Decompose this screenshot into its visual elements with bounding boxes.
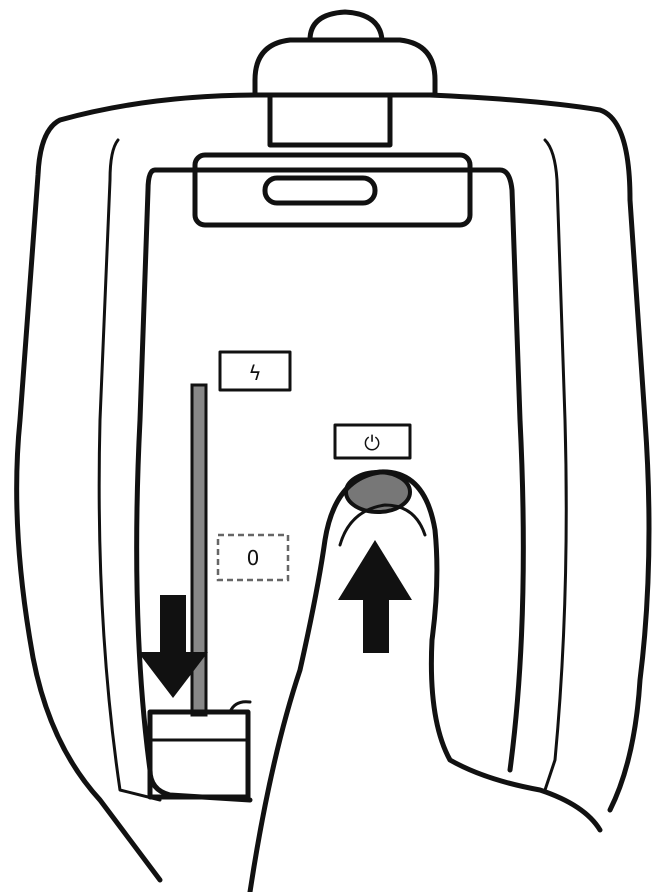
flash-label-box: ϟ (220, 352, 290, 390)
clip-bar (195, 155, 470, 225)
power-label: ⏻ (364, 431, 380, 455)
power-label-box: ⏻ (335, 425, 410, 458)
panel-edge-right (545, 140, 566, 790)
panel-edge (99, 140, 160, 800)
off-label-box: 0 (218, 535, 288, 580)
flash-label: ϟ (248, 361, 261, 385)
arrow-up-icon (338, 540, 412, 653)
off-label: 0 (247, 546, 260, 570)
top-knob (255, 12, 435, 145)
